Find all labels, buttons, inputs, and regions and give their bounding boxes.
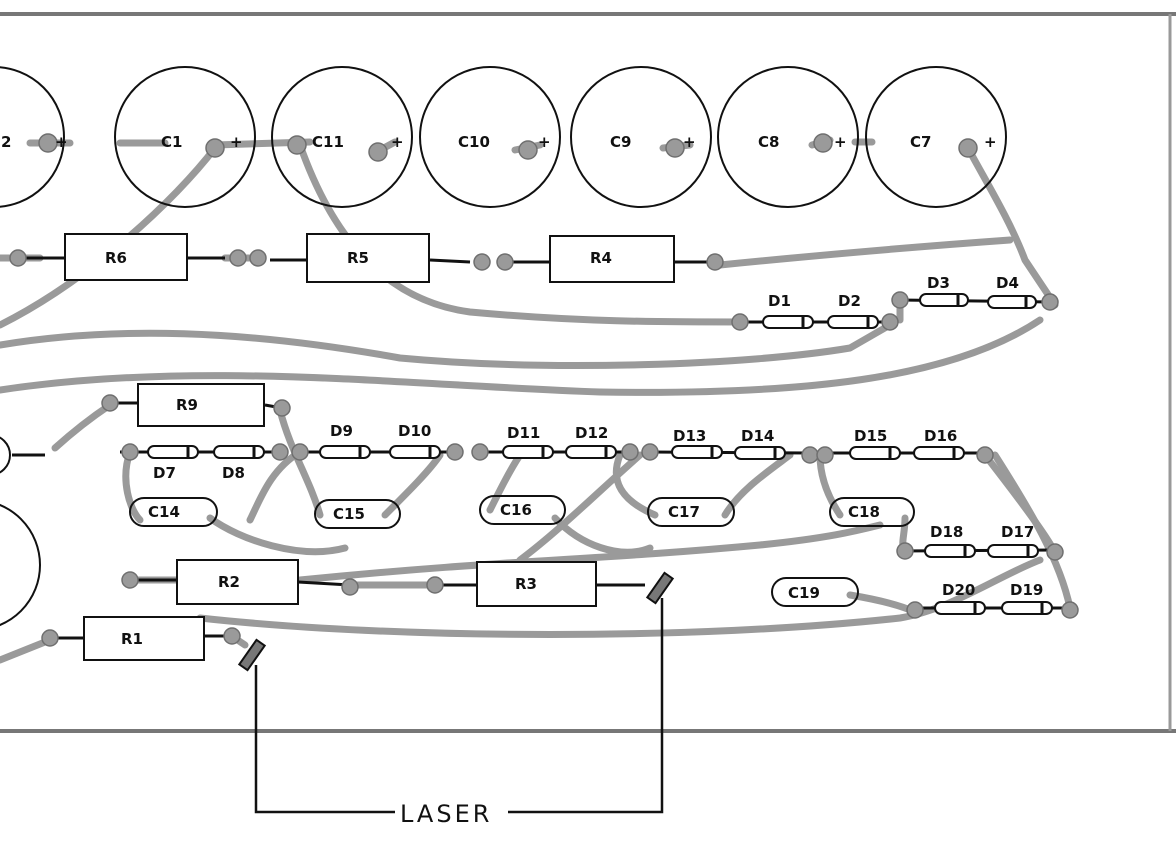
cap-label: C16 bbox=[500, 501, 532, 519]
electrolytic-cap: C7 + bbox=[865, 66, 1007, 208]
diode: D1 bbox=[762, 292, 814, 329]
resistor: R4 bbox=[549, 235, 675, 283]
resistor-label: R1 bbox=[121, 630, 143, 648]
laser-output: LASER bbox=[237, 571, 675, 828]
ceramic-cap: C19 bbox=[771, 577, 859, 607]
resistor-label: R3 bbox=[515, 575, 537, 593]
ceramic-cap: C17 bbox=[647, 497, 735, 527]
diode-label: D20 bbox=[942, 581, 975, 599]
diode-label: D11 bbox=[507, 424, 540, 442]
diode: D2 bbox=[827, 292, 879, 329]
ceramic-cap: C16 bbox=[479, 495, 566, 525]
diode-label: D16 bbox=[924, 427, 957, 445]
diode: D17 bbox=[987, 523, 1039, 558]
cap-label: C17 bbox=[668, 503, 700, 521]
diode: D20 bbox=[934, 581, 986, 615]
electrolytic-cap: 2 + bbox=[0, 66, 68, 208]
solder-pads bbox=[9, 133, 1079, 647]
electrolytic-cap: C9 + bbox=[570, 66, 712, 208]
resistor: R9 bbox=[137, 383, 265, 427]
laser-label: LASER bbox=[400, 800, 492, 828]
diode-label: D8 bbox=[222, 464, 245, 482]
cap-label: C15 bbox=[333, 505, 365, 523]
cap-label: C11 bbox=[312, 133, 344, 151]
diode-label: D19 bbox=[1010, 581, 1043, 599]
resistors: R6 R5 R4 R9 R2 R3 R1 bbox=[64, 233, 675, 661]
diodes: D1 D2 D3 D4 D7 D8 D9 D10 bbox=[147, 274, 1053, 615]
diode: D10 bbox=[389, 422, 441, 459]
diode-label: D13 bbox=[673, 427, 706, 445]
cap-label: C1 bbox=[161, 133, 182, 151]
polarity-plus: + bbox=[834, 133, 847, 151]
diode-label: D10 bbox=[398, 422, 431, 440]
diode: D18 bbox=[924, 523, 976, 558]
cap-label: C18 bbox=[848, 503, 880, 521]
resistor-label: R5 bbox=[347, 249, 369, 267]
resistor: R6 bbox=[64, 233, 188, 281]
diode-label: D4 bbox=[996, 274, 1019, 292]
resistor-label: R4 bbox=[590, 249, 612, 267]
resistor-label: R9 bbox=[176, 396, 198, 414]
diode-label: D15 bbox=[854, 427, 887, 445]
cap-label: C7 bbox=[910, 133, 931, 151]
polarity-plus: + bbox=[230, 133, 243, 151]
diode: D9 bbox=[319, 422, 371, 459]
cap-label: C10 bbox=[458, 133, 490, 151]
diode: D16 bbox=[913, 427, 965, 460]
diode-label: D14 bbox=[741, 427, 774, 445]
diode-label: D3 bbox=[927, 274, 950, 292]
diode: D8 bbox=[213, 445, 265, 482]
cap-label: C9 bbox=[610, 133, 631, 151]
electrolytic-cap-row: 2 + C1 + C11 + C10 + C9 + C8 + bbox=[0, 66, 1007, 208]
electrolytic-cap: C1 + bbox=[114, 66, 256, 208]
ceramic-cap: C14 bbox=[129, 497, 218, 527]
resistor: R2 bbox=[176, 559, 299, 605]
polarity-plus: + bbox=[55, 133, 68, 151]
polarity-plus: + bbox=[538, 133, 551, 151]
electrolytic-cap: C11 + bbox=[271, 66, 413, 208]
partial-left-components bbox=[0, 436, 41, 627]
diode-label: D18 bbox=[930, 523, 963, 541]
resistor: R3 bbox=[476, 561, 597, 607]
diode-label: D2 bbox=[838, 292, 861, 310]
cap-label: C8 bbox=[758, 133, 779, 151]
ceramic-cap: C15 bbox=[314, 499, 401, 529]
polarity-plus: + bbox=[391, 133, 404, 151]
ceramic-caps: C14 C15 C16 C17 C18 C19 bbox=[129, 495, 915, 607]
diode: D15 bbox=[849, 427, 901, 460]
polarity-plus: + bbox=[984, 133, 997, 151]
diode: D3 bbox=[919, 274, 969, 307]
diode: D19 bbox=[1001, 581, 1053, 615]
diode-label: D1 bbox=[768, 292, 791, 310]
resistor: R5 bbox=[306, 233, 430, 283]
ceramic-cap: C18 bbox=[829, 497, 915, 527]
board-outline bbox=[0, 12, 1176, 733]
resistor-label: R6 bbox=[105, 249, 127, 267]
resistor: R1 bbox=[83, 616, 205, 661]
diode: D13 bbox=[671, 427, 723, 459]
cap-label: 2 bbox=[1, 133, 11, 151]
electrolytic-cap: C8 + bbox=[717, 66, 859, 208]
polarity-plus: + bbox=[683, 133, 696, 151]
cap-label: C19 bbox=[788, 584, 820, 602]
diode: D4 bbox=[987, 274, 1037, 309]
electrolytic-cap: C10 + bbox=[419, 66, 561, 208]
diode: D7 bbox=[147, 445, 199, 482]
diode: D12 bbox=[565, 424, 617, 459]
diode-label: D7 bbox=[153, 464, 176, 482]
cap-label: C14 bbox=[148, 503, 180, 521]
diode-label: D9 bbox=[330, 422, 353, 440]
resistor-label: R2 bbox=[218, 573, 240, 591]
diode-label: D17 bbox=[1001, 523, 1034, 541]
diode: D11 bbox=[502, 424, 554, 459]
diode: D14 bbox=[734, 427, 786, 460]
diode-label: D12 bbox=[575, 424, 608, 442]
